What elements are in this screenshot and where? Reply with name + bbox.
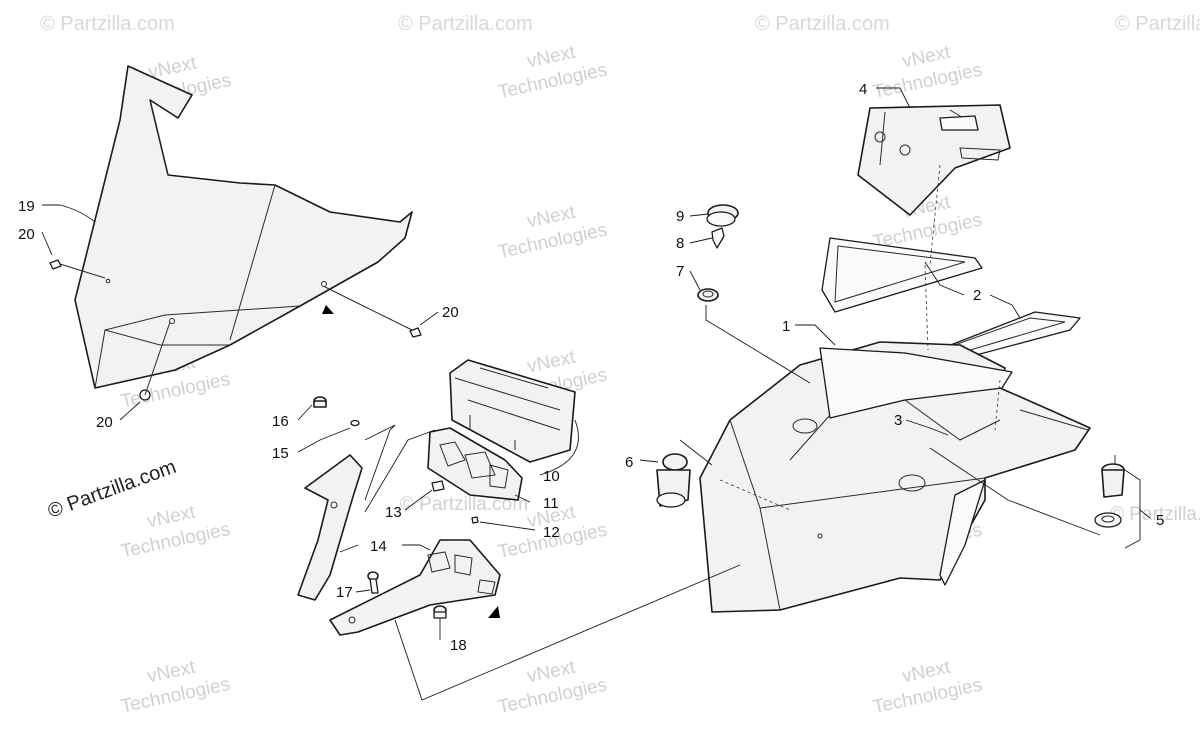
- gauge-cluster-part: [449, 359, 576, 463]
- callout-14: 14: [370, 538, 387, 555]
- fastener-part: [313, 396, 479, 524]
- callout-labels: 19 20 20 20 4 9 8 7 1 2 3 6 5 10 11 12 1…: [18, 81, 1164, 654]
- callout-6: 6: [625, 454, 633, 471]
- callout-11: 11: [543, 495, 559, 512]
- callout-18: 18: [450, 637, 467, 654]
- callout-10: 10: [543, 468, 560, 485]
- callout-17: 17: [336, 584, 353, 601]
- callout-20: 20: [18, 226, 35, 243]
- callout-13: 13: [385, 504, 402, 521]
- ignition-switch-part: [697, 204, 739, 302]
- screw-part: [367, 571, 447, 619]
- connector-part: [656, 453, 691, 508]
- callout-5: 5: [1156, 512, 1164, 529]
- mount-bracket-part: [297, 454, 501, 636]
- callout-9: 9: [676, 208, 684, 225]
- watermark-brand: © Partzilla.com: [40, 13, 175, 35]
- power-outlet-part: [1094, 463, 1125, 528]
- watermark-brand: © Partzilla.com: [1110, 504, 1200, 525]
- gauge-bracket-part: [427, 427, 523, 501]
- key-part: [711, 227, 725, 249]
- windshield-part: [74, 65, 413, 389]
- callout-3: 3: [894, 412, 902, 429]
- callout-1: 1: [782, 318, 790, 335]
- callout-16: 16: [272, 413, 289, 430]
- watermark-layer: © Partzilla.com © Partzilla.com © Partzi…: [40, 13, 1200, 718]
- callout-20: 20: [442, 304, 459, 321]
- callout-19: 19: [18, 198, 35, 215]
- watermark-brand: © Partzilla.com: [400, 494, 528, 515]
- pointer-arrow-icon: [488, 606, 500, 618]
- callout-12: 12: [543, 524, 560, 541]
- callout-15: 15: [272, 445, 289, 462]
- screw-part: [49, 259, 422, 401]
- watermark-brand: © Partzilla.com: [755, 13, 890, 35]
- watermark-brand: © Partzilla.com: [1115, 13, 1200, 35]
- hood-part: [699, 341, 1091, 613]
- callout-7: 7: [676, 263, 684, 280]
- callout-8: 8: [676, 235, 684, 252]
- trim-ring-part: [821, 237, 1081, 363]
- storage-box-part: [857, 104, 1011, 216]
- pointer-arrow-icon: [322, 305, 334, 314]
- callout-20: 20: [96, 414, 113, 431]
- callout-4: 4: [859, 81, 867, 98]
- callout-2: 2: [973, 287, 981, 304]
- leader-lines: [41, 87, 1151, 701]
- watermark-brand: © Partzilla.com: [398, 13, 533, 35]
